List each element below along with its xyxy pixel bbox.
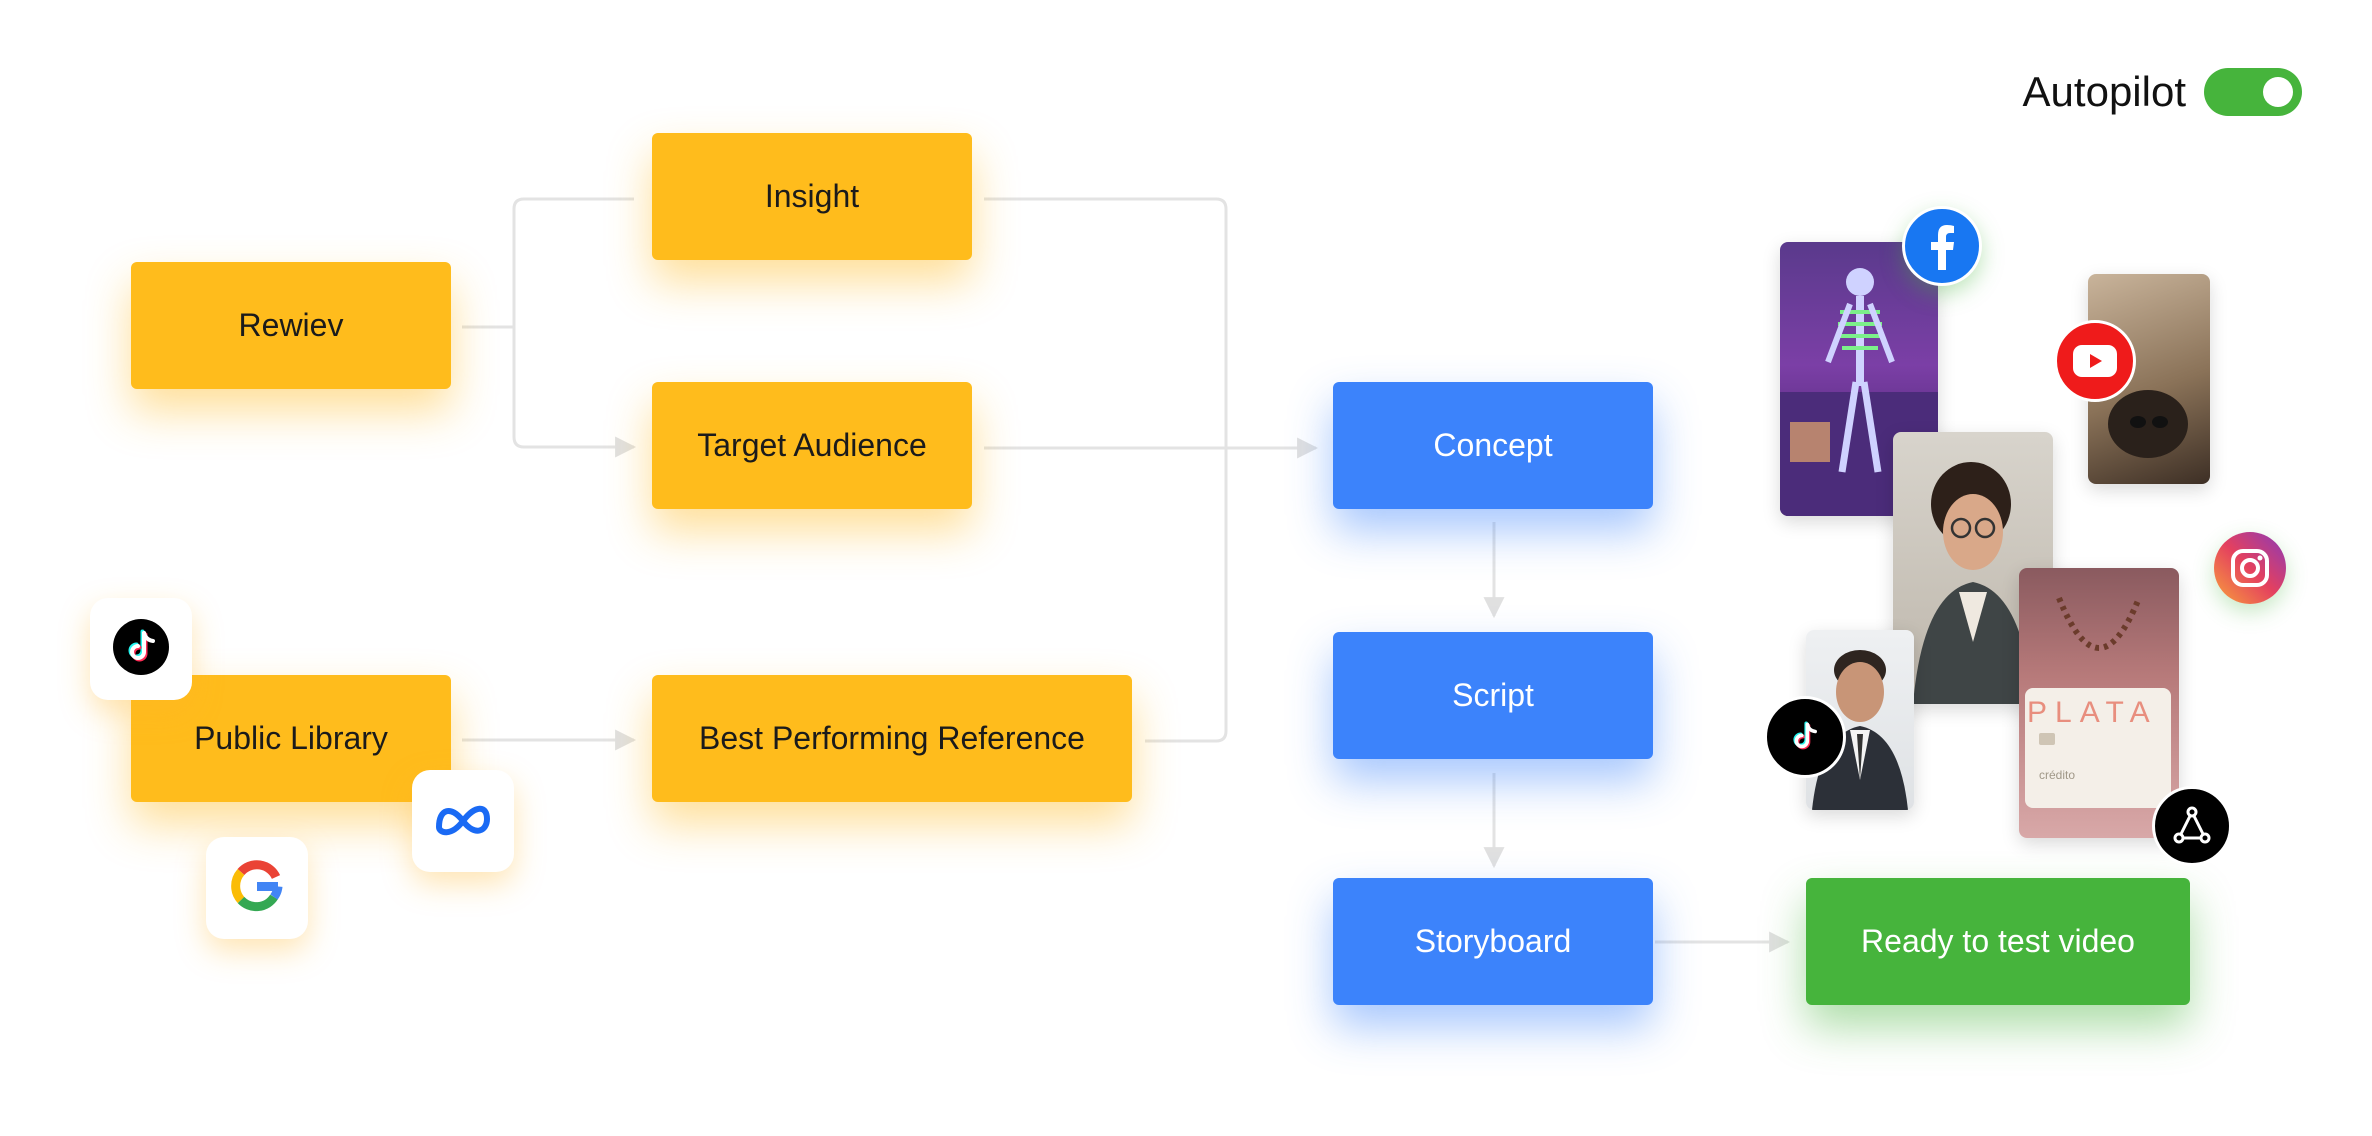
autopilot-control: Autopilot bbox=[2023, 68, 2302, 116]
node-insight[interactable]: Insight bbox=[652, 133, 972, 260]
google-icon bbox=[228, 857, 286, 920]
node-concept[interactable]: Concept bbox=[1333, 382, 1653, 509]
tiktok-source-chip bbox=[90, 598, 192, 700]
node-script[interactable]: Script bbox=[1333, 632, 1653, 759]
facebook-icon bbox=[1902, 206, 1982, 286]
ad-network-icon bbox=[2152, 786, 2232, 866]
card-label-text: crédito bbox=[2039, 768, 2076, 782]
card-brand-text: PLATA bbox=[2027, 696, 2158, 729]
google-source-chip bbox=[206, 837, 308, 939]
tiktok-icon bbox=[113, 618, 169, 680]
meta-source-chip bbox=[412, 770, 514, 872]
node-storyboard-label: Storyboard bbox=[1414, 923, 1572, 959]
youtube-icon bbox=[2054, 320, 2136, 402]
node-public-library[interactable]: Public Library bbox=[131, 675, 451, 802]
card-video-thumbnail: PLATA crédito bbox=[2019, 568, 2179, 838]
node-ready-to-test-video[interactable]: Ready to test video bbox=[1806, 878, 2190, 1005]
connector-insight-merge bbox=[984, 197, 1228, 743]
node-rewiev-label: Rewiev bbox=[238, 307, 344, 343]
tiktok-icon bbox=[1764, 696, 1846, 778]
connector-to-insight bbox=[512, 197, 637, 458]
autopilot-toggle[interactable] bbox=[2204, 68, 2302, 116]
node-ready-to-test-video-label: Ready to test video bbox=[1861, 923, 2135, 959]
autopilot-label: Autopilot bbox=[2022, 68, 2186, 115]
node-best-performing-reference-label: Best Performing Reference bbox=[699, 720, 1085, 756]
meta-icon bbox=[433, 799, 493, 844]
node-concept-label: Concept bbox=[1433, 427, 1553, 463]
node-script-label: Script bbox=[1452, 677, 1534, 713]
node-best-performing-reference[interactable]: Best Performing Reference bbox=[652, 675, 1132, 802]
node-rewiev[interactable]: Rewiev bbox=[131, 262, 451, 389]
node-public-library-label: Public Library bbox=[194, 720, 388, 756]
node-storyboard[interactable]: Storyboard bbox=[1333, 878, 1653, 1005]
toggle-knob bbox=[2263, 77, 2293, 107]
node-target-audience-label: Target Audience bbox=[697, 427, 927, 463]
instagram-icon bbox=[2214, 532, 2286, 604]
node-insight-label: Insight bbox=[764, 178, 860, 214]
node-target-audience[interactable]: Target Audience bbox=[652, 382, 972, 509]
